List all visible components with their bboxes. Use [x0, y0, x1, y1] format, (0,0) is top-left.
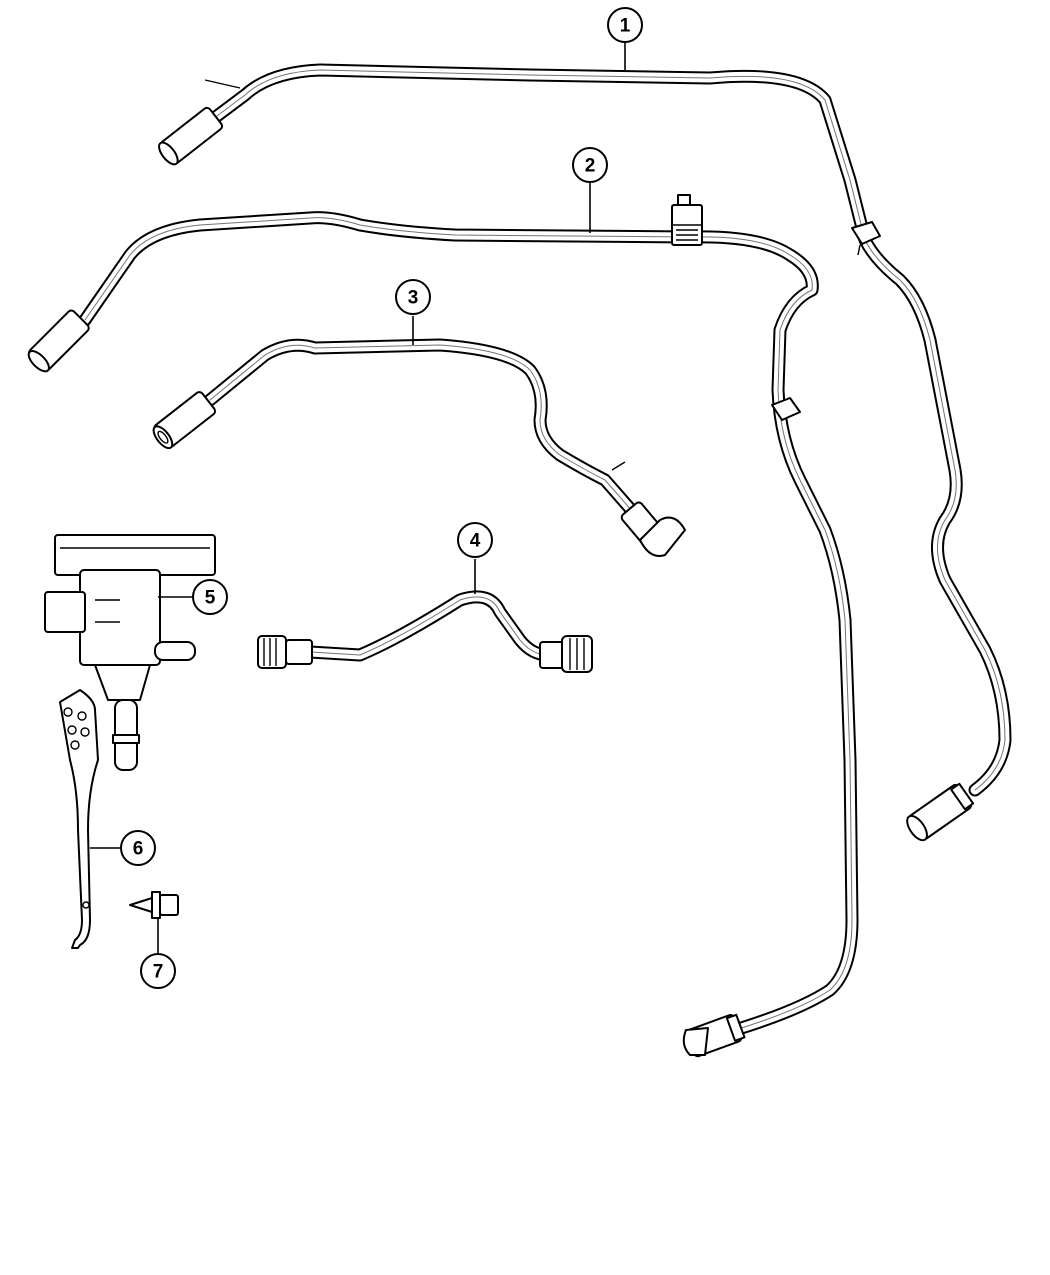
leader-lines [90, 43, 626, 953]
callout-label-4: 4 [470, 531, 481, 552]
callout-label-2: 2 [585, 156, 596, 177]
callout-label-7: 7 [153, 962, 164, 983]
callout-label-1: 1 [620, 16, 631, 37]
hose-3[interactable] [150, 338, 686, 557]
callout-2: 2 [572, 147, 608, 183]
callout-5: 5 [192, 579, 228, 615]
hose-4[interactable] [257, 590, 593, 673]
hose-1[interactable] [156, 63, 1012, 844]
callout-3: 3 [395, 279, 431, 315]
callout-1: 1 [607, 7, 643, 43]
callout-label-5: 5 [205, 588, 216, 609]
callout-label-3: 3 [408, 288, 419, 309]
callout-7: 7 [140, 953, 176, 989]
valve-5[interactable] [44, 534, 216, 771]
callout-4: 4 [457, 522, 493, 558]
callout-6: 6 [120, 830, 156, 866]
callout-label-6: 6 [133, 839, 144, 860]
hose-2[interactable] [25, 194, 859, 1058]
bracket-6[interactable] [59, 689, 99, 949]
bolt-7[interactable] [129, 891, 179, 919]
